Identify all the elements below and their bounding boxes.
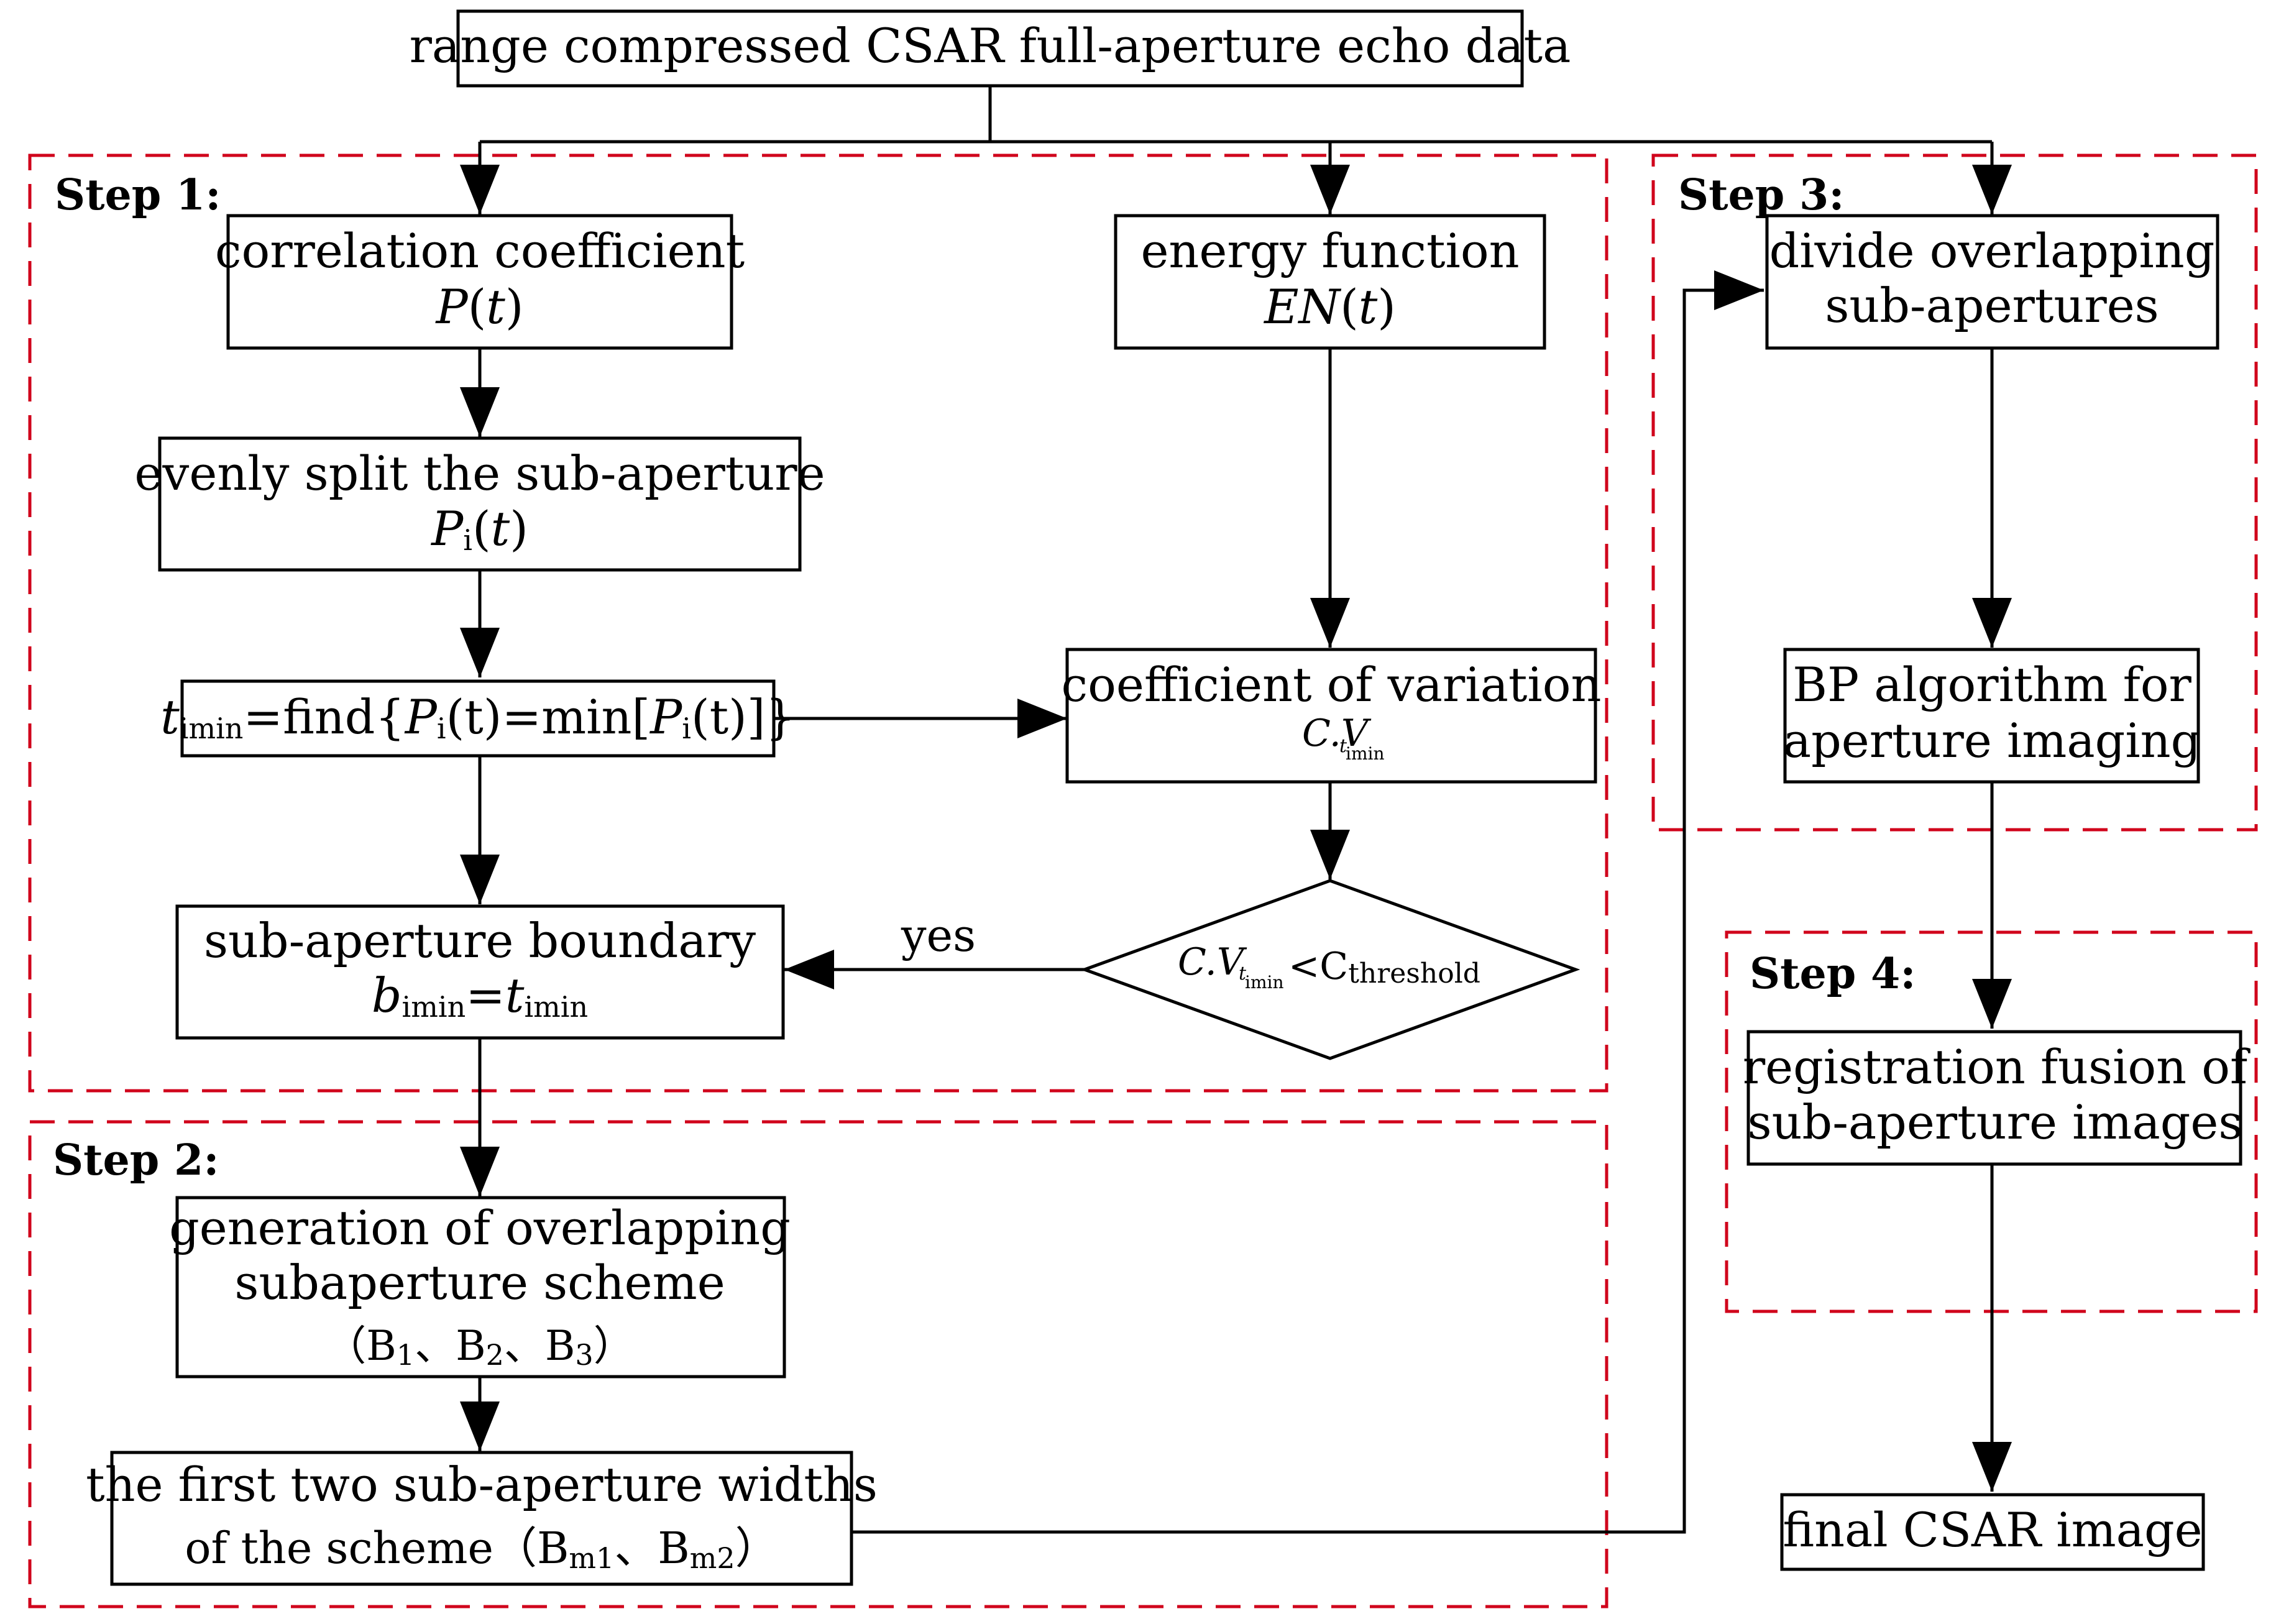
svg-text:BP algorithm for: BP algorithm for (1792, 657, 2191, 712)
svg-text:imin: imin (1346, 743, 1385, 764)
node-evenly-split: evenly split the sub-aperture Pi(t) (134, 436, 825, 572)
svg-text:C.V: C.V (1178, 940, 1247, 984)
svg-text:P(t): P(t) (435, 279, 524, 334)
step1-label: Step 1: (55, 170, 221, 220)
svg-text:sub-aperture boundary: sub-aperture boundary (204, 913, 756, 968)
step3-label: Step 3: (1678, 170, 1844, 220)
svg-text:aperture imaging: aperture imaging (1783, 713, 2201, 768)
node-first-two-widths: the first two sub-aperture widths of the… (86, 1451, 878, 1586)
svg-text:range compressed CSAR full-ape: range compressed CSAR full-aperture echo… (410, 18, 1571, 73)
svg-text:evenly split the sub-aperture: evenly split the sub-aperture (134, 446, 825, 501)
svg-text:EN(t): EN(t) (1263, 279, 1396, 334)
node-correlation-coefficient: correlation coefficient P(t) (215, 214, 745, 350)
svg-text:（B1、B2、B3）: （B1、B2、B3） (325, 1322, 634, 1372)
svg-text:timin=find{Pi(t)=min[Pi(t)]}: timin=find{Pi(t)=min[Pi(t)]} (160, 689, 796, 745)
svg-text:final CSAR image: final CSAR image (1783, 1502, 2202, 1557)
svg-text:C.V: C.V (1302, 712, 1372, 755)
svg-text:generation of overlapping: generation of overlapping (169, 1200, 791, 1255)
svg-text:divide overlapping: divide overlapping (1769, 223, 2215, 278)
node-divide-overlapping: divide overlapping sub-apertures (1765, 214, 2219, 350)
step3-frame (1651, 154, 2258, 832)
step4-label: Step 4: (1750, 949, 1916, 999)
step2-frame (28, 1120, 1608, 1608)
svg-text:Pi(t): Pi(t) (430, 501, 528, 557)
node-echo-data: range compressed CSAR full-aperture echo… (410, 9, 1571, 88)
svg-text:of the scheme（Bm1、Bm2）: of the scheme（Bm1、Bm2） (185, 1523, 778, 1575)
svg-text:sub-apertures: sub-apertures (1825, 278, 2159, 333)
svg-text:energy function: energy function (1140, 223, 1519, 278)
node-decision: C.V t imin <Cthreshold (1080, 879, 1581, 1060)
step2-label: Step 2: (53, 1135, 219, 1185)
edge-label-yes: yes (901, 909, 976, 961)
node-sub-aperture-boundary: sub-aperture boundary bimin=timin (175, 904, 785, 1040)
node-bp-algorithm: BP algorithm for aperture imaging (1783, 648, 2201, 784)
svg-text:<Cthreshold: <Cthreshold (1288, 945, 1480, 989)
svg-text:subaperture scheme: subaperture scheme (234, 1255, 725, 1310)
svg-text:bimin=timin: bimin=timin (372, 968, 588, 1024)
svg-text:coefficient of variation: coefficient of variation (1062, 657, 1602, 712)
node-generation-scheme: generation of overlapping subaperture sc… (169, 1196, 791, 1379)
svg-text:t: t (1339, 735, 1347, 757)
node-energy-function: energy function EN(t) (1114, 214, 1546, 350)
node-find-tmin: timin=find{Pi(t)=min[Pi(t)]} (160, 679, 796, 758)
svg-text:registration fusion of: registration fusion of (1743, 1039, 2251, 1094)
svg-text:imin: imin (1245, 972, 1284, 993)
step1-frame (28, 154, 1608, 1093)
svg-text:correlation coefficient: correlation coefficient (215, 223, 745, 278)
edge-widths-to-divide (851, 270, 1764, 1534)
svg-text:sub-aperture images: sub-aperture images (1748, 1094, 2243, 1150)
svg-text:t: t (1239, 963, 1247, 984)
svg-text:the first two sub-aperture wid: the first two sub-aperture widths (86, 1457, 878, 1512)
node-registration-fusion: registration fusion of sub-aperture imag… (1743, 1030, 2251, 1166)
node-coefficient-of-variation: coefficient of variation C.V t imin (1062, 648, 1602, 784)
edges (460, 86, 2012, 1534)
node-final-image: final CSAR image (1780, 1493, 2205, 1571)
